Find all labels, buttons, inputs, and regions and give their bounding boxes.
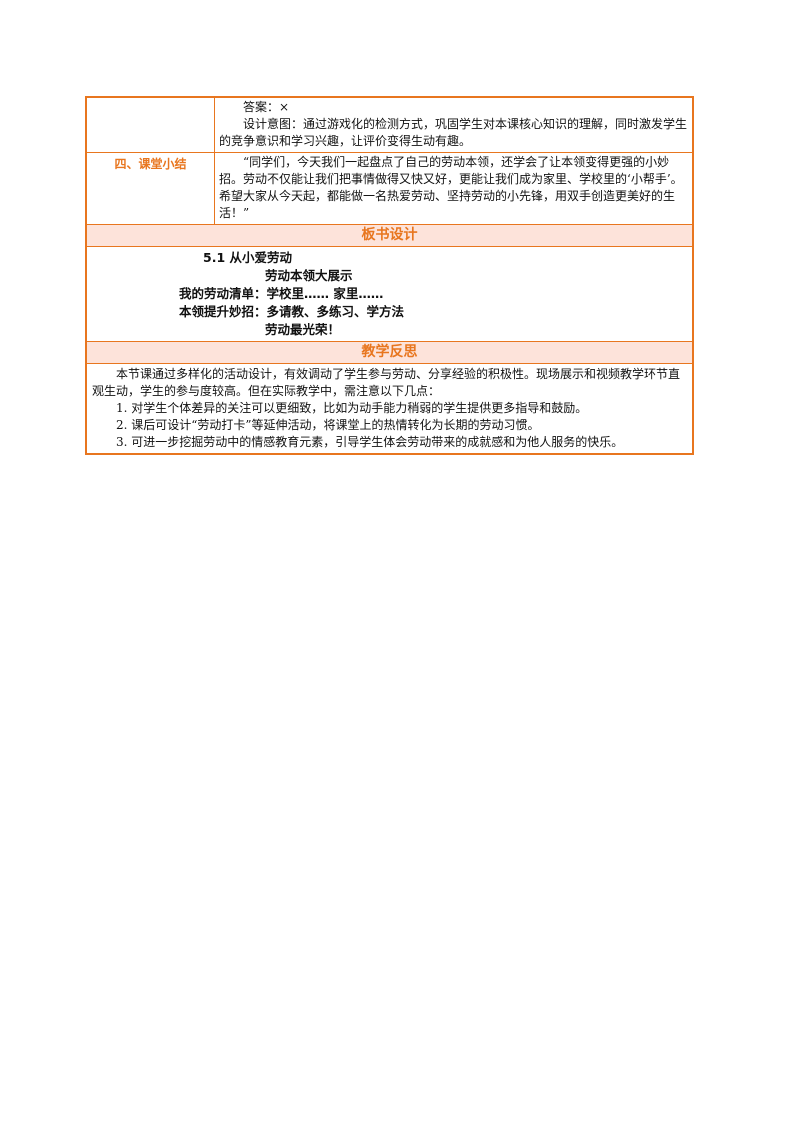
reflection-heading-text: 教学反思 <box>361 344 418 360</box>
board-line-tips: 本领提升妙招：多请教、多练习、学方法 <box>179 304 405 319</box>
answer-text: 答案：× <box>243 100 290 114</box>
reflection-point-3: 3. 可进一步挖掘劳动中的情感教育元素，引导学生体会劳动带来的成就感和为他人服务… <box>116 435 624 449</box>
reflection-point-1: 1. 对学生个体差异的关注可以更细致，比如为动手能力稍弱的学生提供更多指导和鼓励… <box>116 401 588 415</box>
reflection-heading: 教学反思 <box>87 342 692 364</box>
reflection-body: 本节课通过多样化的活动设计，有效调动了学生参与劳动、分享经验的积极性。现场展示和… <box>87 364 692 453</box>
class-summary-label: 四、课堂小结 <box>87 153 215 224</box>
board-design-heading: 板书设计 <box>87 225 692 247</box>
board-line-title: 5.1 从小爱劳动 <box>203 250 292 265</box>
class-summary-row: 四、课堂小结 “同学们，今天我们一起盘点了自己的劳动本领，还学会了让本领变得更强… <box>87 153 692 225</box>
reflection-content: 本节课通过多样化的活动设计，有效调动了学生参与劳动、分享经验的积极性。现场展示和… <box>87 364 692 453</box>
board-design-content: 5.1 从小爱劳动 劳动本领大展示 我的劳动清单：学校里…… 家里…… 本领提升… <box>87 247 692 342</box>
lesson-plan-table: 答案：× 设计意图：通过游戏化的检测方式，巩固学生对本课核心知识的理解，同时激发… <box>85 96 694 455</box>
board-line-subtitle: 劳动本领大展示 <box>265 268 353 283</box>
reflection-intro: 本节课通过多样化的活动设计，有效调动了学生参与劳动、分享经验的积极性。现场展示和… <box>92 367 681 398</box>
class-summary-text: “同学们，今天我们一起盘点了自己的劳动本领，还学会了让本领变得更强的小妙招。劳动… <box>219 155 683 220</box>
quiz-row-content: 答案：× 设计意图：通过游戏化的检测方式，巩固学生对本课核心知识的理解，同时激发… <box>215 98 692 152</box>
quiz-row-label-cell <box>87 98 215 152</box>
board-line-labor-list: 我的劳动清单：学校里…… 家里…… <box>179 286 384 301</box>
reflection-point-2: 2. 课后可设计“劳动打卡”等延伸活动，将课堂上的热情转化为长期的劳动习惯。 <box>116 418 540 432</box>
board-lines: 5.1 从小爱劳动 劳动本领大展示 我的劳动清单：学校里…… 家里…… 本领提升… <box>87 247 692 341</box>
board-design-heading-text: 板书设计 <box>361 227 418 243</box>
quiz-answer-row: 答案：× 设计意图：通过游戏化的检测方式，巩固学生对本课核心知识的理解，同时激发… <box>87 98 692 153</box>
board-line-slogan: 劳动最光荣！ <box>265 322 341 337</box>
design-intent-text: 设计意图：通过游戏化的检测方式，巩固学生对本课核心知识的理解，同时激发学生的竞争… <box>219 117 688 148</box>
